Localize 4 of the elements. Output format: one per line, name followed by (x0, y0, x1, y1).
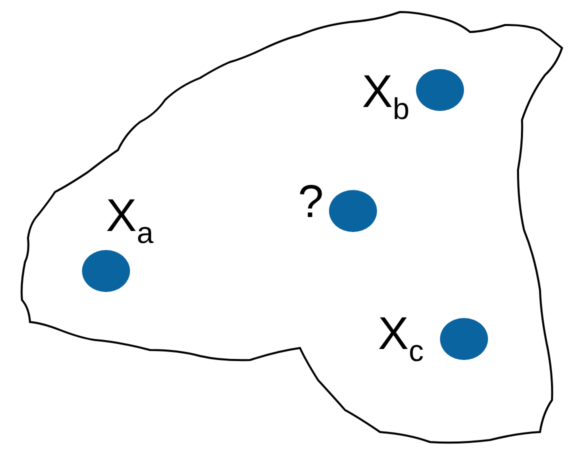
point-label: X$_{c}$ (378, 310, 424, 367)
point-label: X$_{a}$ (106, 192, 154, 249)
unknown-point-label: ? (298, 178, 324, 224)
point-label: X$_{b}$ (362, 68, 410, 125)
